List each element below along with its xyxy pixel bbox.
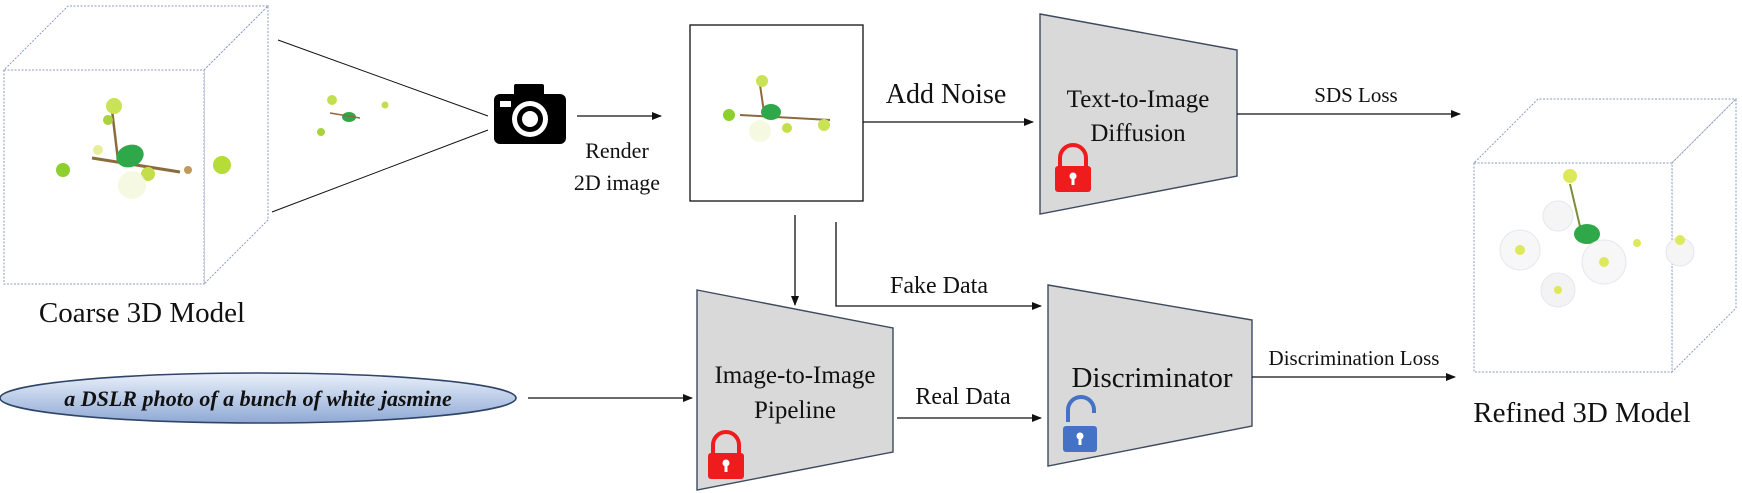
diffusion-lock-icon [1055,143,1091,192]
prompt-text: a DSLR photo of a bunch of white jasmine [64,386,452,411]
discrimination-loss-label: Discrimination Loss [1269,346,1440,370]
prompt-pill: a DSLR photo of a bunch of white jasmine [0,372,517,424]
discriminator-block: Discriminator [1047,284,1253,467]
render-label: Render [585,138,649,163]
img2img-subtitle: Pipeline [754,397,836,424]
discriminator-title: Discriminator [1071,362,1232,394]
real-data-label: Real Data [915,384,1011,410]
rendered-2d-image [689,24,864,202]
diffusion-subtitle: Diffusion [1090,120,1186,147]
coarse-plant-render [56,98,231,199]
fake-data-label: Fake Data [890,273,988,299]
coarse-model-caption: Coarse 3D Model [39,297,245,329]
add-noise-label: Add Noise [886,79,1007,110]
refined-model-caption: Refined 3D Model [1473,397,1690,429]
diffusion-title: Text-to-Image [1067,86,1210,113]
render-sublabel: 2D image [574,170,660,195]
sds-loss-label: SDS Loss [1314,83,1397,107]
refined-3d-cube [1472,97,1738,374]
img2img-lock-icon [708,430,744,479]
refined-jasmine-render [1499,169,1695,308]
projection-sprite [317,95,389,136]
img2img-title: Image-to-Image [714,362,875,389]
img2img-block: Image-to-Image Pipeline [696,289,894,491]
camera-icon [494,84,566,144]
coarse-3d-cube [2,4,270,286]
discriminator-unlock-icon [1063,395,1097,452]
diffusion-block: Text-to-Image Diffusion [1039,13,1238,215]
